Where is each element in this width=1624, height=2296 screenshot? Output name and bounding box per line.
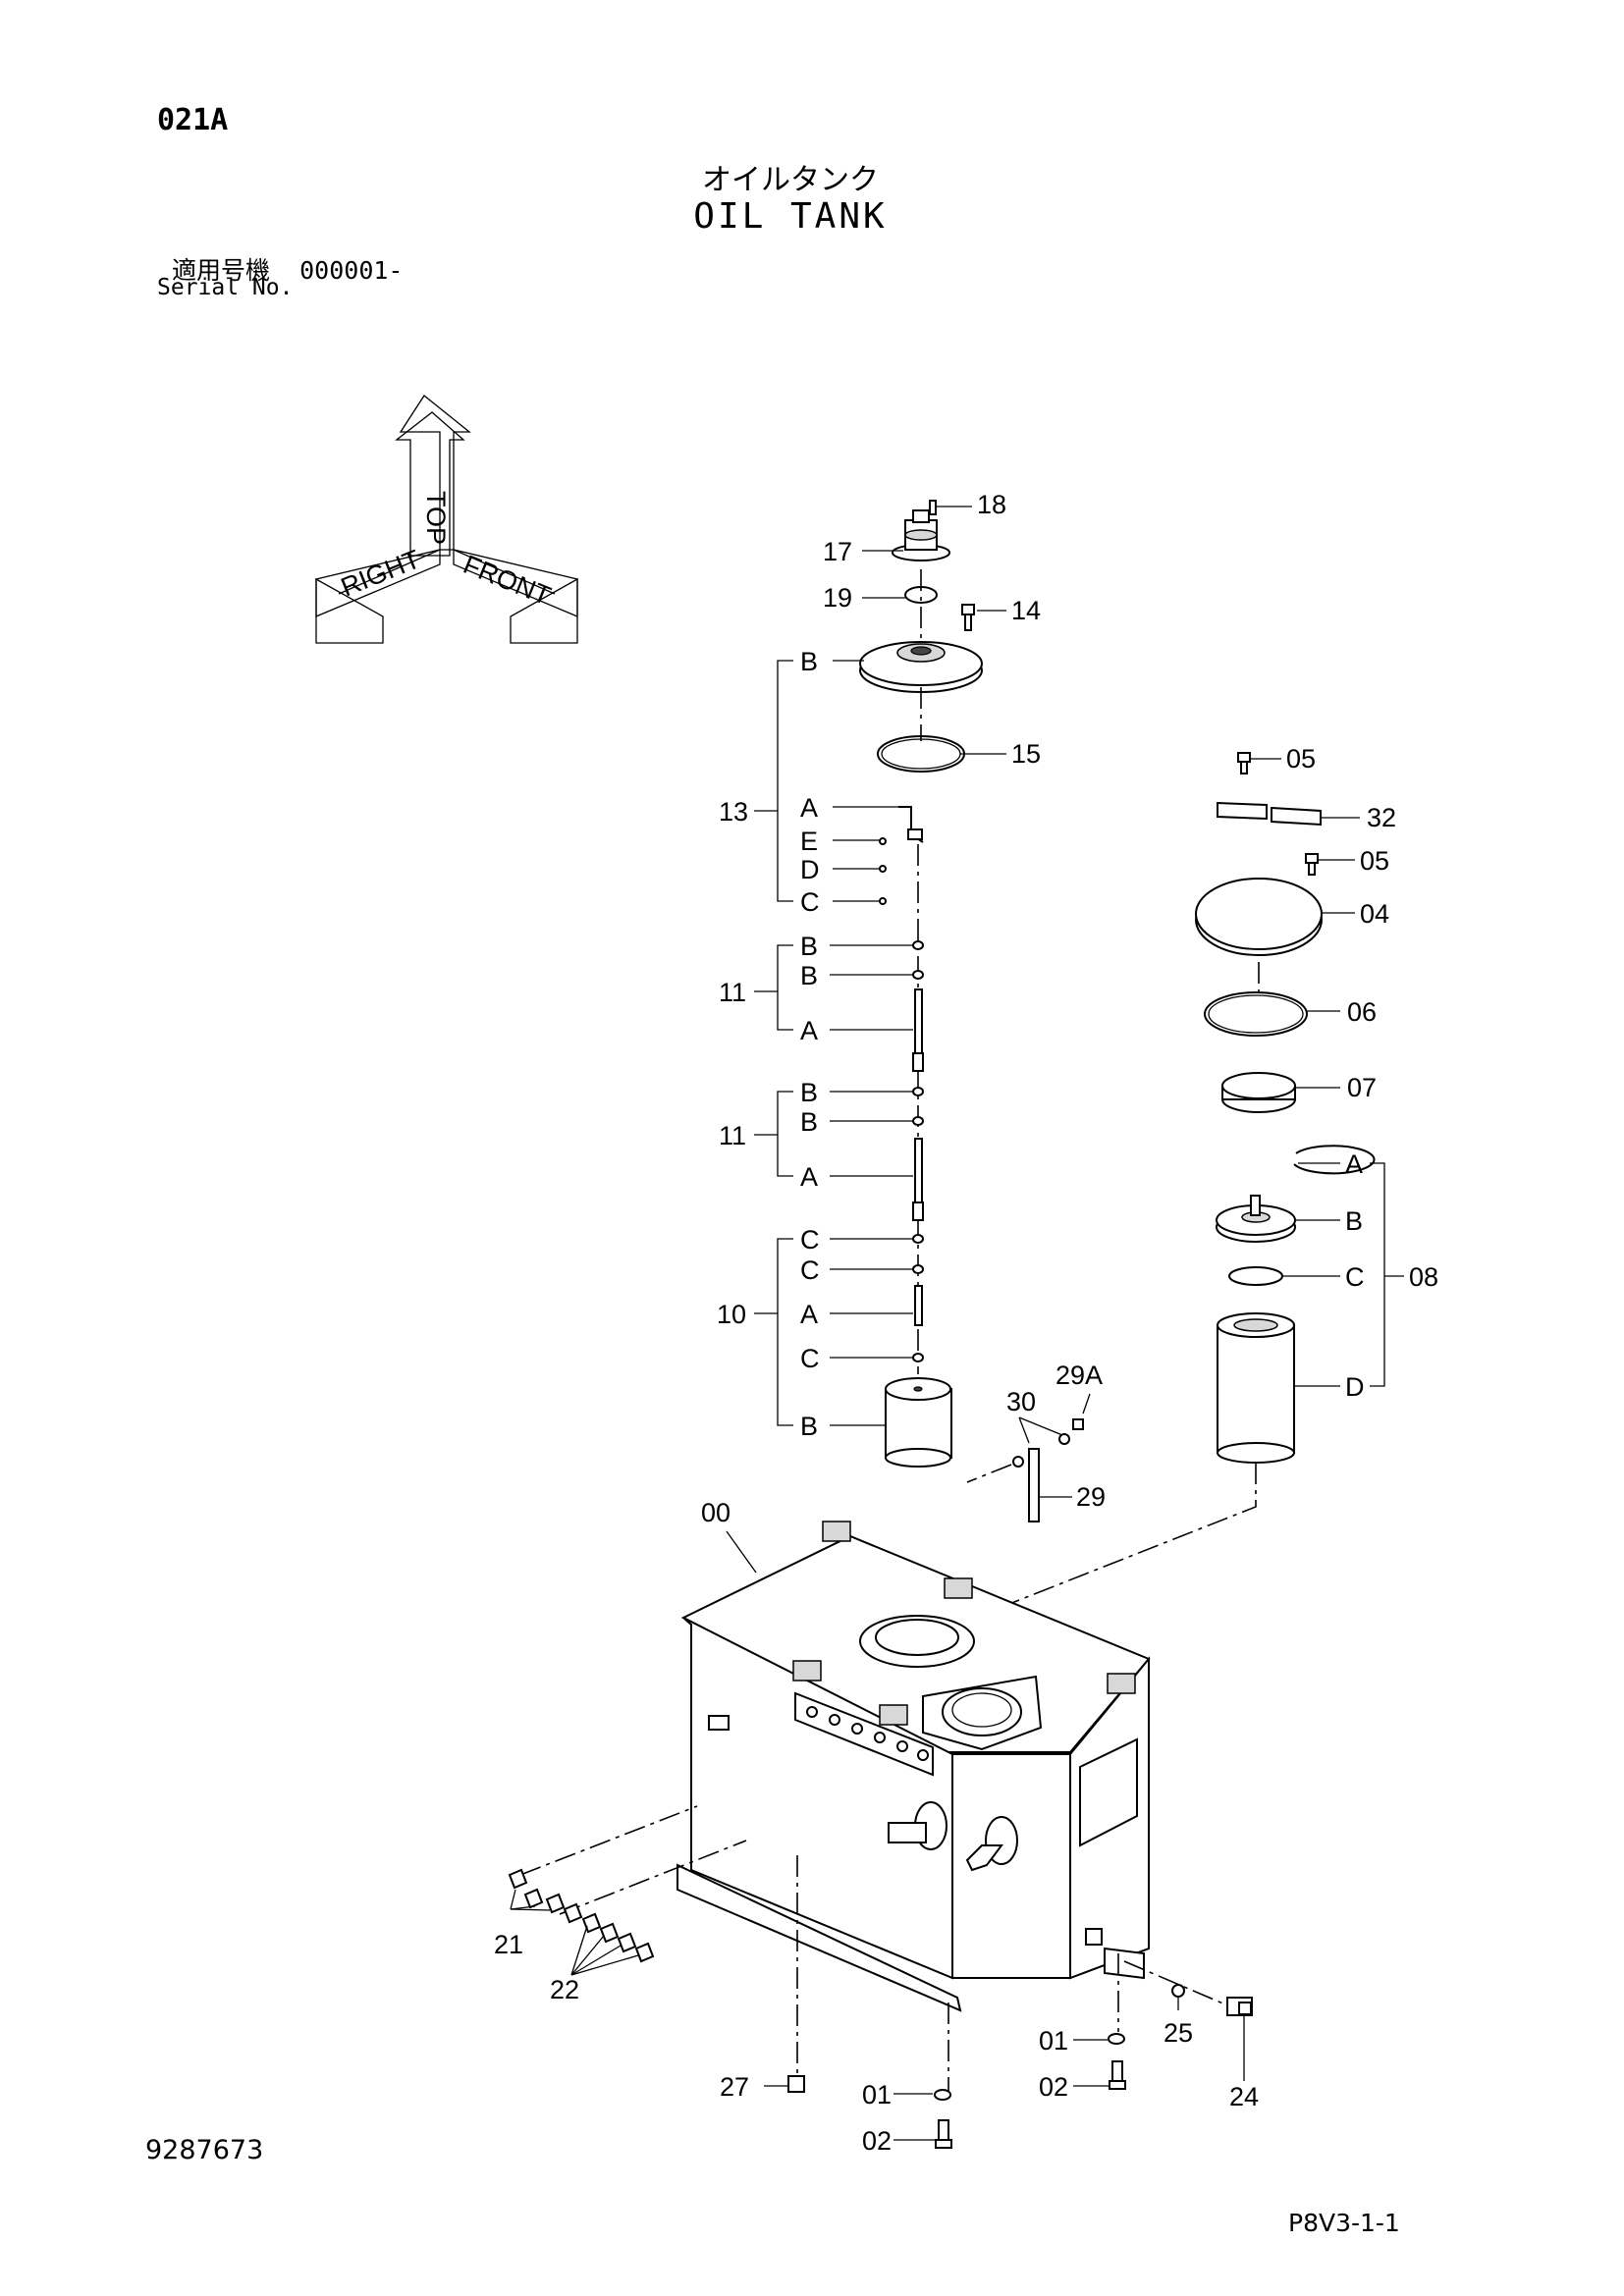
- callout-18: 18: [977, 490, 1006, 519]
- tank-body-00: [677, 1521, 1151, 2012]
- callout-13-B: B: [800, 647, 818, 676]
- callout-29A: 29A: [1056, 1361, 1103, 1390]
- callout-02-right: 02: [1039, 2072, 1068, 2102]
- serial-label-en: Serial No.: [157, 275, 294, 300]
- callout-13-C: C: [800, 887, 820, 917]
- rod-assembly-11-lower: [912, 1087, 924, 1221]
- callout-32: 32: [1367, 803, 1396, 832]
- callout-29: 29: [1076, 1482, 1106, 1512]
- callout-00: 00: [701, 1498, 731, 1527]
- callout-08-C: C: [1345, 1262, 1365, 1292]
- retainer-07: [1221, 1072, 1296, 1113]
- callout-27: 27: [720, 2072, 749, 2102]
- callout-01-right: 01: [1039, 2026, 1068, 2056]
- document-number: 9287673: [145, 2135, 264, 2165]
- orientation-front-label: FRONT: [460, 550, 555, 612]
- callout-10-B: B: [800, 1412, 818, 1441]
- callout-10-C1: C: [800, 1225, 820, 1255]
- callout-19: 19: [823, 583, 852, 613]
- page-code: 021A: [157, 103, 229, 137]
- o-ring-06: [1204, 991, 1308, 1037]
- breather-cap-17: [892, 509, 950, 561]
- bracket-13A: [898, 806, 924, 843]
- filter-element-08D: [1217, 1312, 1295, 1464]
- callout-15: 15: [1011, 739, 1041, 769]
- leader-lines: [726, 506, 1404, 2141]
- callout-02-center: 02: [862, 2126, 892, 2156]
- callout-17: 17: [823, 537, 852, 566]
- plate-32: [1217, 801, 1322, 827]
- callout-08: 08: [1409, 1262, 1438, 1292]
- pins-13-E-D-C: [879, 837, 887, 905]
- plug-27: [787, 2075, 805, 2093]
- callout-25: 25: [1164, 2018, 1193, 2048]
- strainer-assembly-10: [885, 1234, 952, 1468]
- callout-13: 13: [719, 797, 748, 827]
- callout-10-A: A: [800, 1300, 818, 1329]
- bolt-24: [1226, 1997, 1253, 2016]
- serial-value: 000001-: [299, 256, 404, 285]
- page-reference: P8V3-1-1: [1288, 2209, 1400, 2237]
- bolt-14: [961, 604, 975, 631]
- callout-11-upper-A: A: [800, 1016, 818, 1045]
- callout-13-E: E: [800, 827, 818, 856]
- bolt-18: [929, 500, 937, 515]
- callout-labels: 18 17 19 14 15 B 13 A E D C B B 11 A B B…: [494, 490, 1438, 2156]
- serial-line: 適用号機 000001-: [172, 251, 403, 287]
- washer-01-and-bolt-02-right: [1108, 2033, 1126, 2090]
- bolt-05-top: [1237, 752, 1251, 774]
- callout-05-top: 05: [1286, 744, 1316, 774]
- valve-08B: [1216, 1195, 1296, 1243]
- callout-13-A: A: [800, 793, 818, 823]
- bolt-05-lower: [1305, 853, 1319, 876]
- callout-14: 14: [1011, 596, 1041, 625]
- orientation-indicator: TOP RIGHT FRONT: [315, 395, 578, 644]
- o-ring-15: [877, 735, 965, 773]
- callout-04: 04: [1360, 899, 1389, 929]
- callout-01-center: 01: [862, 2080, 892, 2109]
- callout-11-lower: 11: [719, 1121, 746, 1150]
- callout-21: 21: [494, 1930, 523, 1959]
- callout-11-upper-B2: B: [800, 961, 818, 990]
- callout-13-D: D: [800, 855, 820, 884]
- callout-11-lower-B1: B: [800, 1078, 818, 1107]
- callout-08-A: A: [1345, 1149, 1363, 1179]
- washer-01-and-bolt-02-center: [934, 2089, 952, 2149]
- cover-04: [1195, 878, 1323, 956]
- rod-assembly-11-upper: [912, 940, 924, 1072]
- callout-11-upper: 11: [719, 978, 746, 1007]
- callout-11-upper-B1: B: [800, 932, 818, 961]
- callout-06: 06: [1347, 997, 1377, 1027]
- title-english: OIL TANK: [693, 196, 888, 237]
- callout-10-C3: C: [800, 1344, 820, 1373]
- callout-30: 30: [1006, 1387, 1036, 1416]
- plugs-21-22: [508, 1868, 655, 1963]
- washer-25: [1171, 1984, 1185, 1998]
- callout-05-lower: 05: [1360, 846, 1389, 876]
- callout-11-lower-A: A: [800, 1162, 818, 1192]
- callout-08-B: B: [1345, 1206, 1363, 1236]
- callout-10-C2: C: [800, 1255, 820, 1285]
- orientation-right-label: RIGHT: [337, 544, 424, 602]
- callout-07: 07: [1347, 1073, 1377, 1102]
- callout-11-lower-B2: B: [800, 1107, 818, 1137]
- o-ring-08C: [1228, 1266, 1283, 1286]
- callout-08-D: D: [1345, 1372, 1365, 1402]
- callout-22: 22: [550, 1975, 579, 2004]
- callout-10: 10: [717, 1300, 746, 1329]
- serial-label-jp: 適用号機: [172, 256, 271, 285]
- cover-13B: [859, 641, 983, 693]
- title-japanese: オイルタンク: [702, 163, 879, 197]
- orientation-top-label: TOP: [421, 491, 451, 545]
- callout-24: 24: [1229, 2082, 1259, 2111]
- bracket-29: [1012, 1418, 1084, 1522]
- snap-ring-08A: [1293, 1145, 1376, 1175]
